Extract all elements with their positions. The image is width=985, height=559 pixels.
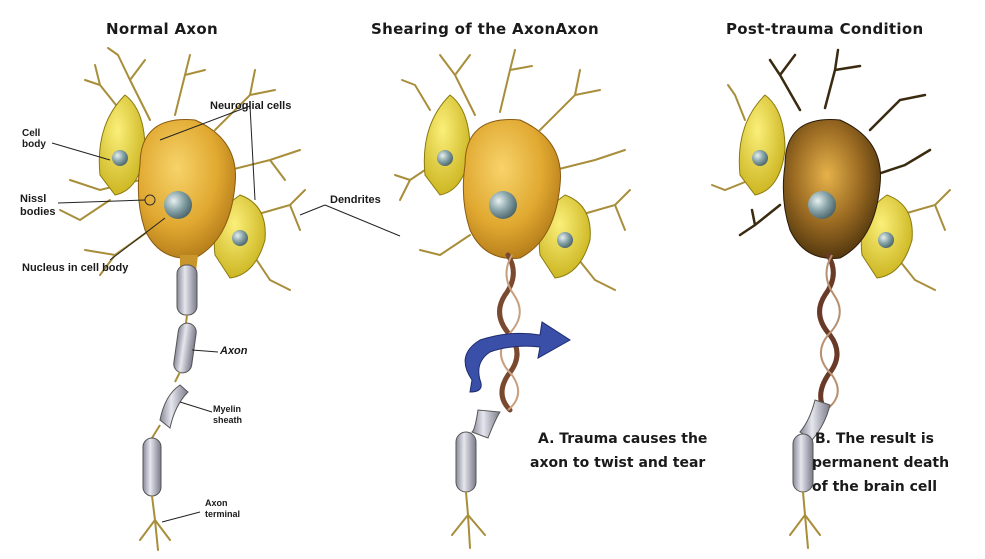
label-axon: Axon: [220, 346, 248, 357]
label-nissl-bodies: Nissl bodies: [20, 193, 55, 219]
label-nucleus: Nucleus in cell body: [22, 263, 128, 274]
caption-b-line3: of the brain cell: [812, 476, 937, 499]
label-myelin-sheath: Myelin sheath: [213, 404, 242, 426]
label-axon-terminal: Axon terminal: [205, 498, 240, 520]
label-neuroglial-cells: Neuroglial cells: [210, 101, 291, 112]
caption-b-line2: permanent death: [812, 452, 949, 475]
caption-b-line1: B. The result is: [815, 428, 934, 451]
label-dendrites: Dendrites: [330, 195, 381, 206]
label-cell-body: Cell body: [22, 128, 46, 150]
normal-neuron: [60, 48, 305, 550]
caption-a-line2: axon to twist and tear: [530, 452, 705, 475]
caption-a-line1: A. Trauma causes the: [538, 428, 707, 451]
